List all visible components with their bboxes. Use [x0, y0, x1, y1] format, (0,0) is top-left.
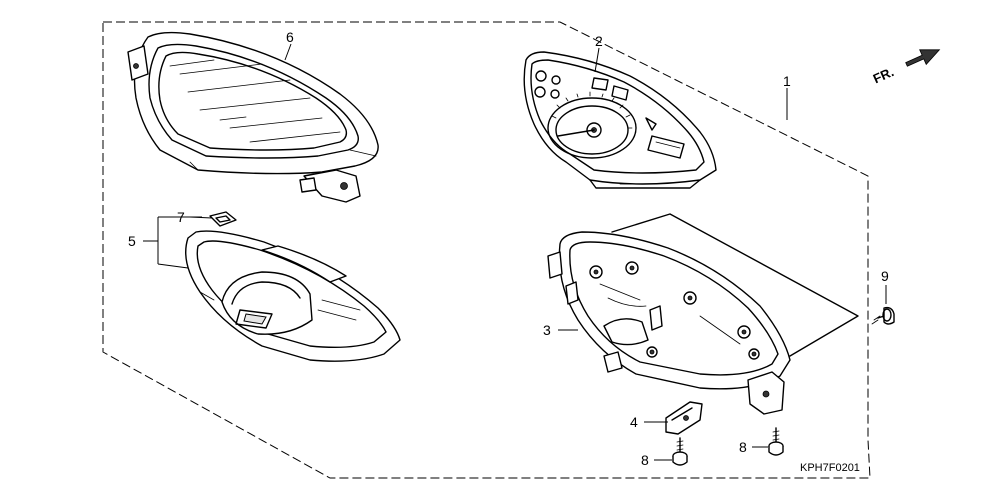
figure-code: KPH7F0201 — [800, 462, 860, 474]
meter-panel-part — [523, 51, 717, 189]
callout-9: 9 — [881, 268, 889, 284]
leader-6 — [284, 43, 292, 61]
callout-4: 4 — [630, 414, 638, 430]
callout-8-left: 8 — [641, 452, 649, 468]
assembly-boundary — [102, 21, 871, 479]
callout-8-right: 8 — [739, 439, 747, 455]
callout-6: 6 — [286, 29, 294, 45]
callout-2: 2 — [595, 33, 603, 49]
front-direction-arrow: FR. — [871, 49, 941, 86]
meter-visor-part — [185, 230, 401, 362]
callout-1: 1 — [783, 73, 791, 89]
bracket-part — [665, 401, 703, 435]
leader-2 — [594, 47, 600, 73]
leader-5 — [143, 216, 202, 269]
meter-case-part — [547, 213, 859, 415]
callout-3: 3 — [543, 322, 551, 338]
small-cap-part — [209, 211, 237, 227]
screw-part-9 — [871, 306, 895, 325]
callout-7: 7 — [177, 209, 185, 225]
meter-lens-part — [127, 31, 379, 203]
fr-label: FR. — [871, 64, 896, 86]
screw-part-left — [672, 437, 688, 466]
callout-5: 5 — [128, 233, 136, 249]
screw-part-right — [768, 427, 784, 456]
